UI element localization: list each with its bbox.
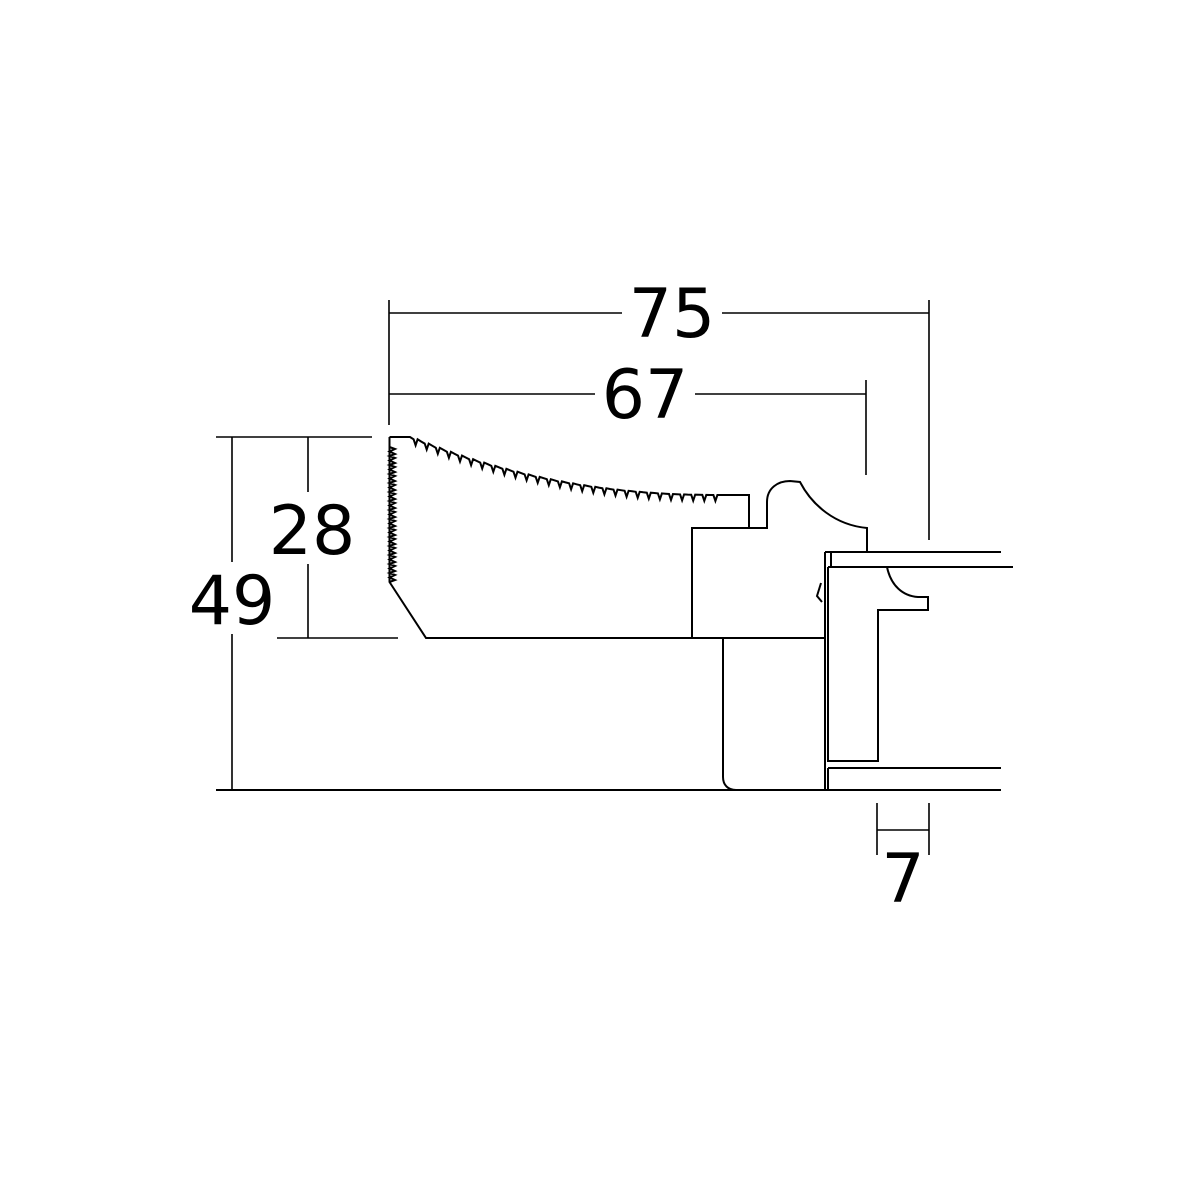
dim-label-7: 7 bbox=[881, 840, 924, 919]
dim-label-49: 49 bbox=[189, 562, 276, 641]
rebate-outline bbox=[692, 637, 825, 791]
dimension-28: 28 bbox=[266, 437, 398, 639]
serrated-face bbox=[386, 436, 721, 583]
dim-label-75: 75 bbox=[629, 275, 716, 354]
moulding-profile bbox=[216, 436, 1013, 791]
glass-lines bbox=[815, 551, 1013, 790]
dimension-67: 67 bbox=[389, 356, 867, 475]
left-face-outline bbox=[388, 437, 750, 639]
dim-label-67: 67 bbox=[602, 356, 689, 435]
dimension-75: 75 bbox=[388, 275, 930, 540]
lip-bead bbox=[749, 479, 868, 552]
dim-label-28: 28 bbox=[269, 492, 356, 571]
dimension-7: 7 bbox=[876, 803, 930, 919]
dimension-49: 49 bbox=[186, 436, 372, 790]
